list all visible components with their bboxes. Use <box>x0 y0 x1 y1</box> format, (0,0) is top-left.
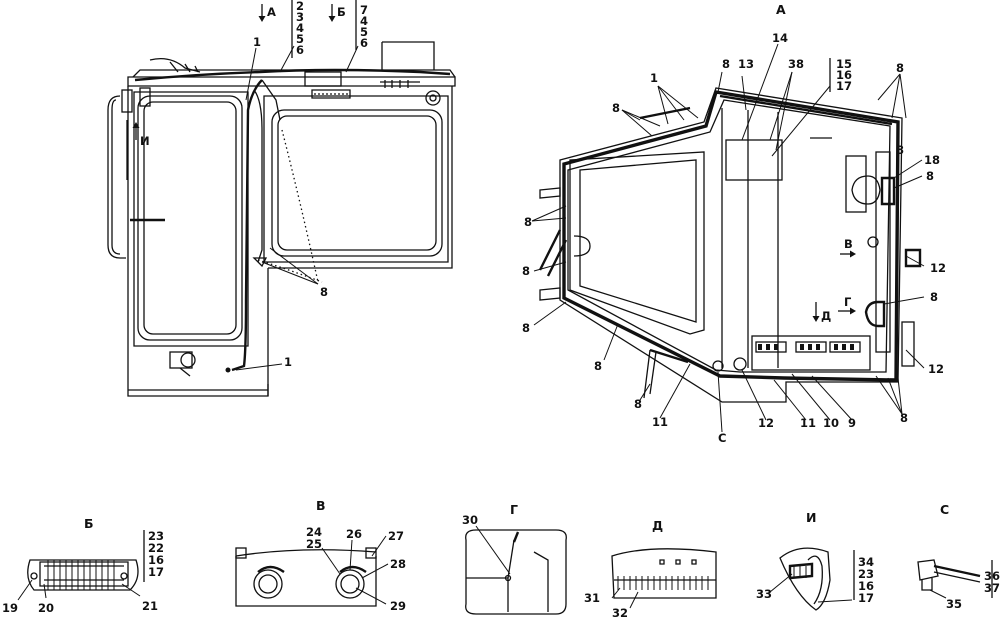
detail-g <box>465 525 567 615</box>
v-26: 26 <box>346 527 362 541</box>
v-27: 27 <box>388 529 404 543</box>
stack2-7: 7 <box>360 3 368 17</box>
detail-i <box>769 547 855 611</box>
callout-8-left: 8 <box>320 285 328 299</box>
i-33: 33 <box>756 587 772 601</box>
arrow-b-label: Б <box>337 5 346 19</box>
left-cab-view <box>107 0 456 397</box>
r-stack-15: 15 <box>836 57 852 71</box>
stack1-4: 4 <box>296 21 304 35</box>
stack1-3: 3 <box>296 10 304 24</box>
r-8c: 8 <box>612 101 620 115</box>
detail-b-title: Б <box>84 516 94 531</box>
detail-i-title: И <box>806 510 816 525</box>
r-8j: 8 <box>896 143 904 157</box>
b-22: 22 <box>148 541 164 555</box>
g-30: 30 <box>462 513 478 527</box>
right-cab-view-a <box>531 43 925 433</box>
r-8i: 8 <box>930 290 938 304</box>
arrow-a-label: А <box>267 5 276 19</box>
r-12c: 12 <box>758 416 774 430</box>
b-17: 17 <box>148 565 164 579</box>
r-8e: 8 <box>522 264 530 278</box>
r-11a: 11 <box>652 415 668 429</box>
detail-s <box>917 559 993 599</box>
i-17: 17 <box>858 591 874 605</box>
r-14: 14 <box>772 31 788 45</box>
detail-b <box>17 530 145 601</box>
detail-s-title: С <box>940 502 949 517</box>
s-37: 37 <box>984 581 1000 595</box>
b-20: 20 <box>38 601 54 615</box>
r-1: 1 <box>650 71 658 85</box>
r-12a: 12 <box>930 261 946 275</box>
v-28: 28 <box>390 557 406 571</box>
v-25: 25 <box>306 537 322 551</box>
detail-v <box>235 535 389 607</box>
r-8g: 8 <box>594 359 602 373</box>
r-12b: 12 <box>928 362 944 376</box>
v-24: 24 <box>306 525 322 539</box>
s-36: 36 <box>984 569 1000 583</box>
detail-d <box>611 548 717 609</box>
r-arrow-d: Д <box>821 309 831 323</box>
r-8h: 8 <box>634 397 642 411</box>
view-a-title: А <box>776 2 786 17</box>
r-8l: 8 <box>900 411 908 425</box>
r-8f: 8 <box>522 321 530 335</box>
b-23: 23 <box>148 529 164 543</box>
r-10: 10 <box>823 416 839 430</box>
d-31: 31 <box>584 591 600 605</box>
s-35: 35 <box>946 597 962 611</box>
detail-v-title: В <box>316 498 326 513</box>
b-16: 16 <box>148 553 164 567</box>
i-34: 34 <box>858 555 874 569</box>
stack1-2: 2 <box>296 0 304 13</box>
stack1-6: 6 <box>296 43 304 57</box>
callout-1-bottom: 1 <box>284 355 292 369</box>
r-8k: 8 <box>926 169 934 183</box>
r-arrow-g: Г <box>844 295 852 309</box>
stack1-5: 5 <box>296 32 304 46</box>
r-stack-16: 16 <box>836 68 852 82</box>
r-c: С <box>718 431 726 445</box>
r-13: 13 <box>738 57 754 71</box>
detail-g-title: Г <box>510 502 518 517</box>
stack2-4: 4 <box>360 14 368 28</box>
b-21: 21 <box>142 599 158 613</box>
b-19: 19 <box>2 601 18 615</box>
r-8a: 8 <box>722 57 730 71</box>
stack2-6: 6 <box>360 36 368 50</box>
arrow-i-label: И <box>140 134 150 148</box>
r-stack-17: 17 <box>836 79 852 93</box>
r-18: 18 <box>924 153 940 167</box>
detail-d-title: Д <box>652 518 663 533</box>
i-23: 23 <box>858 567 874 581</box>
i-16: 16 <box>858 579 874 593</box>
r-8d: 8 <box>524 215 532 229</box>
r-arrow-v: В <box>844 237 853 251</box>
callout-1-top: 1 <box>253 35 261 49</box>
r-38: 38 <box>788 57 804 71</box>
r-9: 9 <box>848 416 856 430</box>
r-11b: 11 <box>800 416 816 430</box>
d-32: 32 <box>612 606 628 620</box>
r-8b: 8 <box>896 61 904 75</box>
stack2-5: 5 <box>360 25 368 39</box>
v-29: 29 <box>390 599 406 613</box>
